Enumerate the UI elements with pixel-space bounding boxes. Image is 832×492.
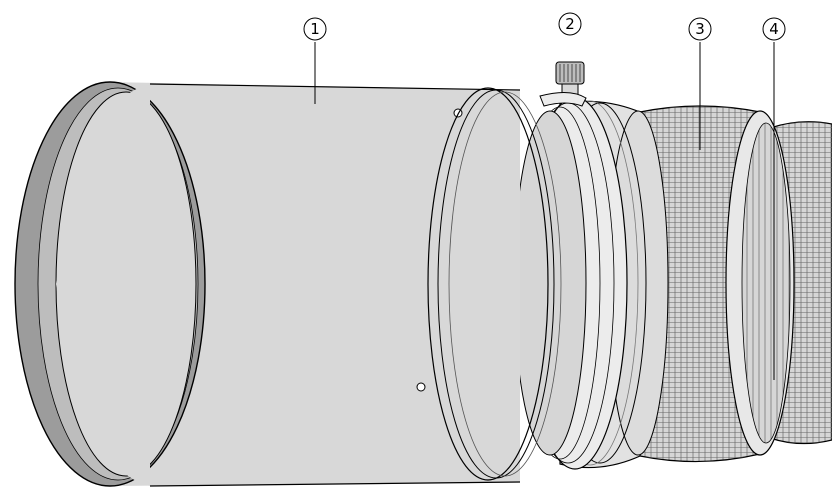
callout-4: 4 [762, 17, 786, 41]
hood-lock-screw [539, 61, 587, 107]
callout-3: 3 [688, 17, 712, 41]
focus-ring [639, 105, 795, 463]
callout-3-label: 3 [695, 20, 705, 38]
callout-1: 1 [303, 17, 327, 41]
callout-2-label: 2 [565, 15, 575, 33]
lens-hood [14, 81, 562, 487]
callout-leaders [314, 42, 775, 380]
lens-barrel-rings [513, 96, 669, 470]
callout-4-label: 4 [769, 20, 779, 38]
callout-1-label: 1 [310, 20, 320, 38]
callout-2: 2 [558, 12, 582, 36]
